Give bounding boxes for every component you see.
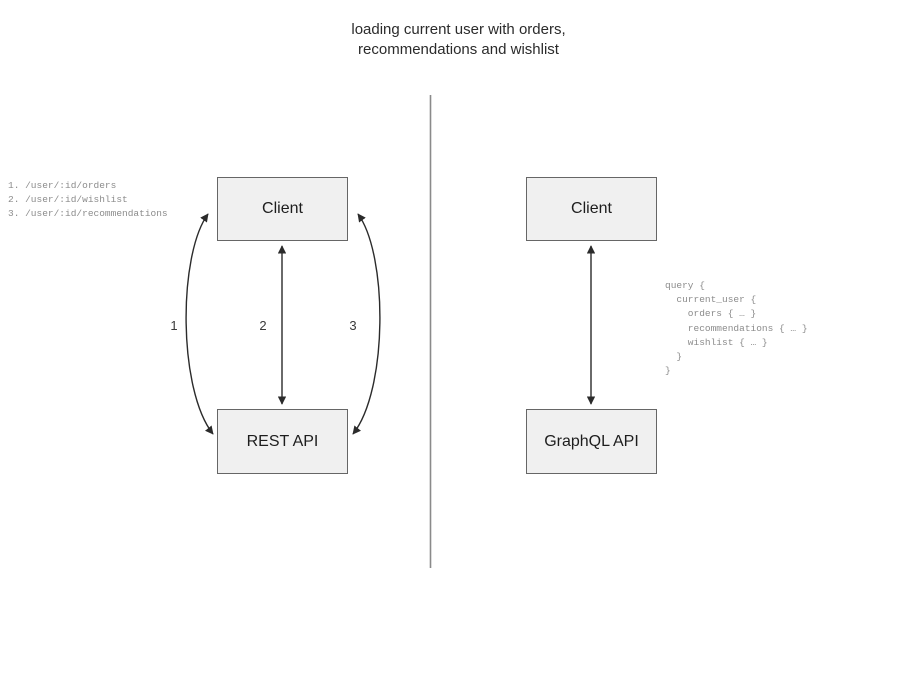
rest-edge-1-path [185,213,214,435]
node-rest-api-label: REST API [246,432,319,450]
page-title-line-2: recommendations and wishlist [358,41,559,58]
rest-endpoint-list: 1. /user/:id/orders 2. /user/:id/wishlis… [8,180,168,220]
page-title-line-1: loading current user with orders, [351,21,566,38]
page-title: loading current user with orders, recomm… [0,20,917,60]
rest-edge-label-3: 3 [349,318,357,333]
rest-edge-label-2: 2 [259,318,267,333]
node-graphql-api-label: GraphQL API [544,432,639,450]
node-rest-api[interactable]: REST API [217,409,348,474]
rest-edge-3-path [352,213,381,435]
rest-edge-label-1: 1 [170,318,178,333]
node-graphql-client-label: Client [571,200,612,217]
node-rest-client[interactable]: Client [217,177,348,241]
node-graphql-client[interactable]: Client [526,177,657,241]
graphql-query-block: query { current_user { orders { … } reco… [665,280,808,377]
node-rest-client-label: Client [262,200,303,217]
node-graphql-api[interactable]: GraphQL API [526,409,657,474]
